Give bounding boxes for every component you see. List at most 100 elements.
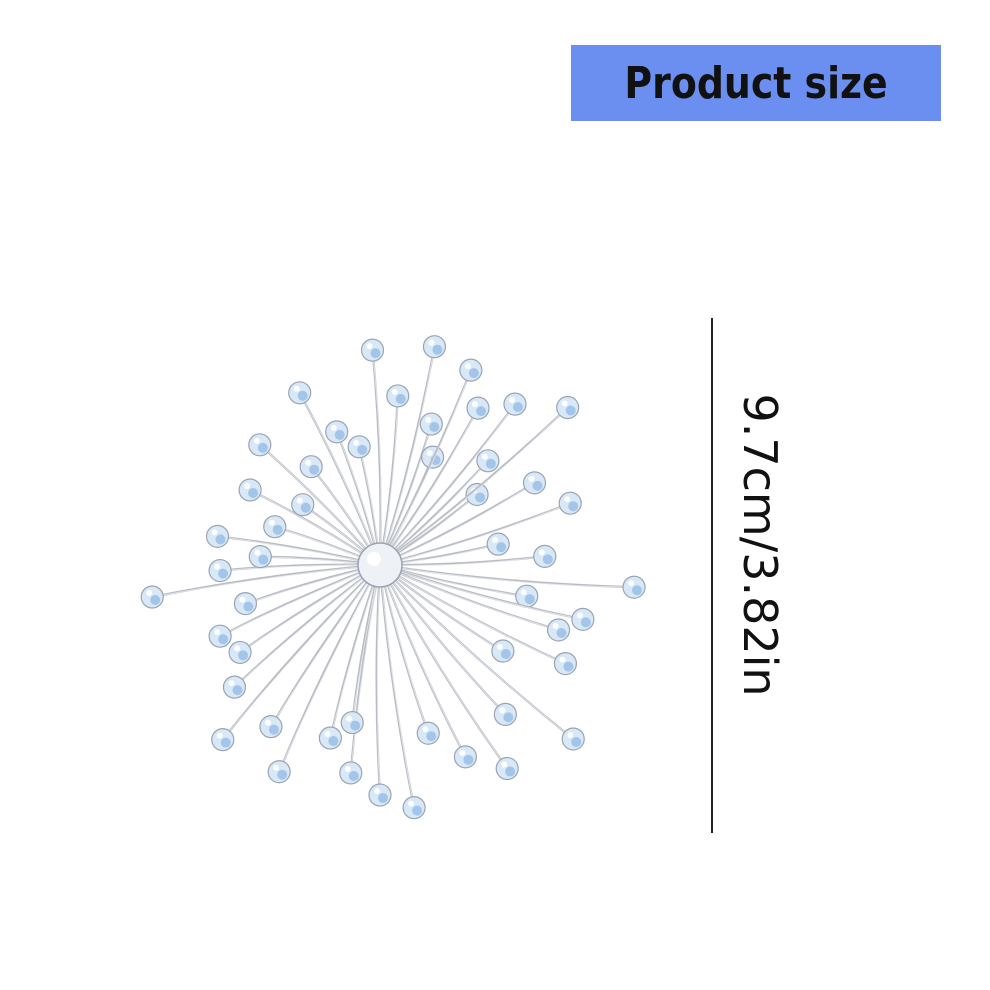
- crystal-bead-facet: [556, 627, 567, 638]
- crystal-bead-facet: [412, 805, 423, 816]
- crystal-bead-shine: [552, 622, 559, 629]
- wire-highlight: [379, 564, 574, 740]
- crystal-bead-shine: [628, 580, 635, 587]
- crystal-bead-shine: [425, 417, 432, 424]
- crystal-bead-facet: [328, 736, 339, 747]
- crystal-bead-facet: [475, 492, 486, 503]
- crystal-bead-shine: [146, 590, 153, 597]
- wire-highlight: [379, 564, 635, 588]
- crystal-bead-facet: [220, 737, 231, 748]
- crystal-bead-facet: [532, 480, 543, 491]
- crystal-bead-shine: [561, 400, 568, 407]
- crystal-bead-facet: [300, 502, 311, 513]
- crystal-bead-facet: [248, 488, 259, 498]
- crystal-bead-facet: [258, 554, 269, 565]
- crystal-bead-facet: [505, 766, 516, 777]
- crystal-bead-shine: [464, 363, 471, 370]
- crystal-bead-shine: [501, 761, 508, 768]
- crystal-bead-facet: [215, 534, 226, 545]
- crystal-bead-facet: [243, 601, 254, 612]
- crystal-bead-shine: [214, 629, 221, 636]
- banner-title: Product size: [624, 57, 888, 109]
- crystal-bead-shine: [564, 496, 571, 503]
- crystal-bead-shine: [346, 715, 353, 722]
- crystal-bead-shine: [366, 343, 373, 350]
- crystal-bead-shine: [520, 589, 527, 596]
- crystal-bead-shine: [344, 765, 351, 772]
- wire-highlight: [222, 564, 381, 740]
- crystal-bead-facet: [334, 429, 345, 440]
- crystal-bead-shine: [273, 764, 280, 771]
- crystal-bead-facet: [268, 724, 279, 735]
- crystal-bead-shine: [228, 680, 235, 687]
- crystal-bead-shine: [408, 800, 415, 807]
- wire-highlight: [379, 370, 472, 566]
- crystal-bead-facet: [500, 649, 511, 660]
- crystal-bead-facet: [468, 368, 479, 379]
- crystal-bead-shine: [567, 731, 574, 738]
- crystal-bead-facet: [277, 769, 288, 780]
- crystal-bead-shine: [216, 732, 223, 739]
- crystal-bead-shine: [391, 388, 398, 395]
- crystal-bead-shine: [330, 424, 337, 431]
- crystal-bead-shine: [214, 563, 221, 570]
- wire-highlight: [270, 564, 381, 727]
- crystal-bead-facet: [426, 731, 437, 742]
- crystal-bead-facet: [350, 720, 361, 731]
- crystal-bead-shine: [576, 612, 583, 619]
- crystal-bead-facet: [580, 617, 591, 628]
- crystal-bead-facet: [150, 595, 161, 606]
- crystal-bead-facet: [632, 585, 643, 596]
- wire-stem: [378, 403, 517, 567]
- crystal-bead-shine: [428, 339, 435, 346]
- crystal-bead-shine: [253, 437, 260, 444]
- crystal-bead-facet: [563, 661, 574, 672]
- crystal-bead-facet: [496, 542, 507, 553]
- crystal-bead-facet: [524, 594, 535, 605]
- crystal-bead-facet: [232, 685, 243, 696]
- wire-stem: [378, 406, 569, 567]
- crystal-bead-shine: [254, 549, 261, 556]
- crystal-bead-shine: [559, 656, 566, 663]
- wire-stem: [216, 535, 382, 567]
- crystal-bead-facet: [357, 444, 368, 455]
- crystal-bead-shine: [426, 450, 433, 457]
- wire-highlight: [379, 403, 516, 566]
- wire-highlight: [372, 350, 382, 566]
- crystal-bead-facet: [568, 501, 579, 512]
- crystal-bead-shine: [459, 749, 466, 756]
- crystal-bead-facet: [512, 402, 523, 413]
- wire-highlight: [152, 564, 381, 598]
- crystal-bead-facet: [476, 406, 487, 417]
- wire-stem: [378, 563, 575, 741]
- crystal-bead-shine: [268, 519, 275, 526]
- crystal-bead-shine: [481, 453, 488, 460]
- wire-stem: [278, 563, 382, 773]
- wire-highlight: [379, 564, 415, 808]
- crystal-bead-shine: [374, 788, 380, 794]
- crystal-burst-group: [140, 335, 646, 820]
- crystal-bead-shine: [538, 549, 545, 556]
- crystal-bead-shine: [508, 397, 515, 404]
- wire-highlight: [350, 564, 381, 773]
- wire-stem: [269, 563, 382, 728]
- wire-stem: [378, 369, 472, 567]
- wire-highlight: [379, 564, 559, 631]
- crystal-bead-facet: [432, 344, 443, 355]
- crystal-bead-facet: [485, 458, 496, 469]
- crystal-bead-facet: [218, 634, 229, 645]
- crystal-bead-facet: [238, 650, 249, 661]
- crystal-bead-facet: [429, 422, 440, 433]
- center-crystal-shine: [367, 552, 381, 566]
- crystal-bead-facet: [503, 712, 514, 723]
- crystal-bead-shine: [472, 401, 479, 408]
- crystal-bead-shine: [353, 439, 360, 446]
- crystal-spray-image: [140, 335, 646, 820]
- crystal-bead-facet: [218, 568, 229, 579]
- wire-highlight: [379, 564, 583, 620]
- wire-highlight: [379, 346, 435, 566]
- crystal-bead-facet: [309, 464, 320, 475]
- crystal-bead-shine: [499, 707, 506, 714]
- crystal-bead-shine: [492, 537, 499, 544]
- crystal-bead-facet: [395, 393, 406, 404]
